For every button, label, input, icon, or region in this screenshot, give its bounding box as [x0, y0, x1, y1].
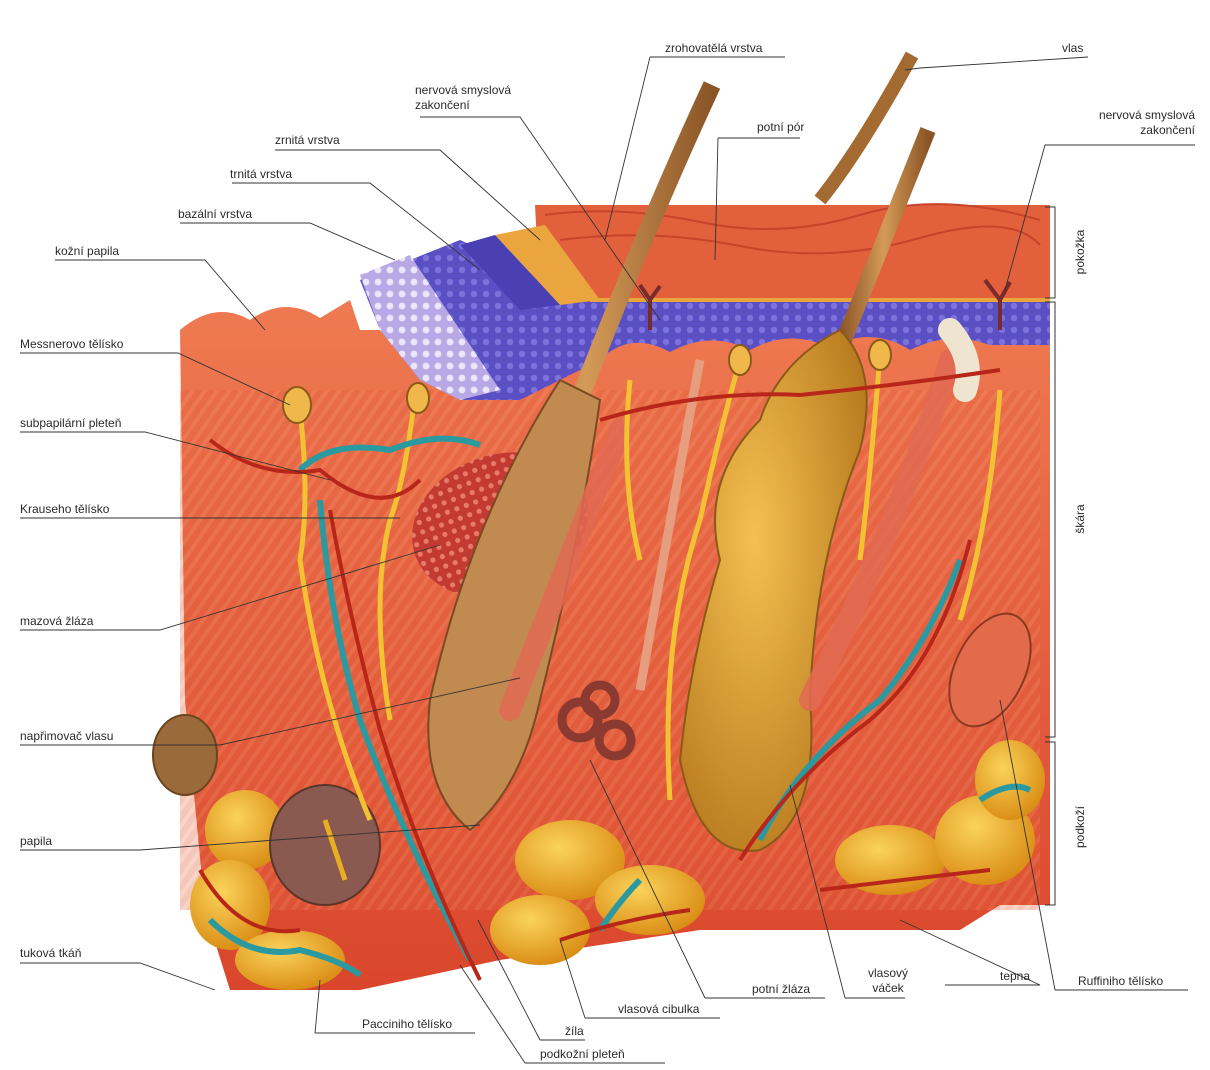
label-nerve-endings-2-line2: zakončení	[1060, 123, 1195, 138]
label-krause-corpuscle: Krauseho tělísko	[20, 502, 109, 517]
label-hair: vlas	[1062, 41, 1083, 56]
label-stratum-spinosum: trnitá vrstva	[230, 167, 292, 182]
label-pacinian-corpuscle: Pacciniho tělísko	[362, 1017, 452, 1032]
label-sebaceous-gland: mazová žláza	[20, 614, 93, 629]
label-vein: žíla	[565, 1024, 584, 1039]
label-nerve-endings-1-line1: nervová smyslová	[415, 83, 511, 98]
label-sweat-pore: potní pór	[757, 120, 804, 135]
label-hair-bulb: vlasová cibulka	[618, 1002, 699, 1017]
label-adipose-tissue: tuková tkáň	[20, 946, 81, 961]
label-artery: tepna	[1000, 969, 1030, 984]
region-label-hypodermis: podkoží	[1073, 802, 1087, 852]
meissner-corpuscle	[283, 387, 311, 423]
label-nerve-endings-2-line1: nervová smyslová	[1060, 108, 1195, 123]
label-stratum-corneum: zrohovatělá vrstva	[665, 41, 762, 56]
hair-shaft-2	[820, 55, 912, 200]
label-ruffini-corpuscle: Ruffiniho tělísko	[1078, 974, 1163, 989]
label-nerve-endings-1: nervová smyslová zakončení	[415, 83, 511, 113]
label-hair-follicle: vlasový váček	[858, 966, 918, 996]
label-nerve-endings-2: nervová smyslová zakončení	[1060, 108, 1195, 138]
label-dermal-papilla: kožní papila	[55, 244, 119, 259]
label-hair-follicle-line1: vlasový	[858, 966, 918, 981]
label-arrector-pili: napřimovač vlasu	[20, 729, 113, 744]
label-nerve-endings-1-line2: zakončení	[415, 98, 511, 113]
label-papilla: papila	[20, 834, 52, 849]
region-label-dermis: škára	[1073, 499, 1087, 539]
label-hair-follicle-line2: váček	[858, 981, 918, 996]
label-subcutaneous-plexus: podkožní pleteň	[540, 1047, 625, 1062]
label-stratum-basale: bazální vrstva	[178, 207, 252, 222]
label-stratum-granulosum: zrnitá vrstva	[275, 133, 340, 148]
label-meissner-corpuscle: Messnerovo tělísko	[20, 337, 123, 352]
label-sweat-gland: potní žláza	[752, 982, 810, 997]
pacinian-corpuscle	[153, 715, 217, 795]
label-subpapillary-plexus: subpapilární pleteň	[20, 416, 121, 431]
region-label-epidermis: pokožka	[1073, 227, 1087, 277]
